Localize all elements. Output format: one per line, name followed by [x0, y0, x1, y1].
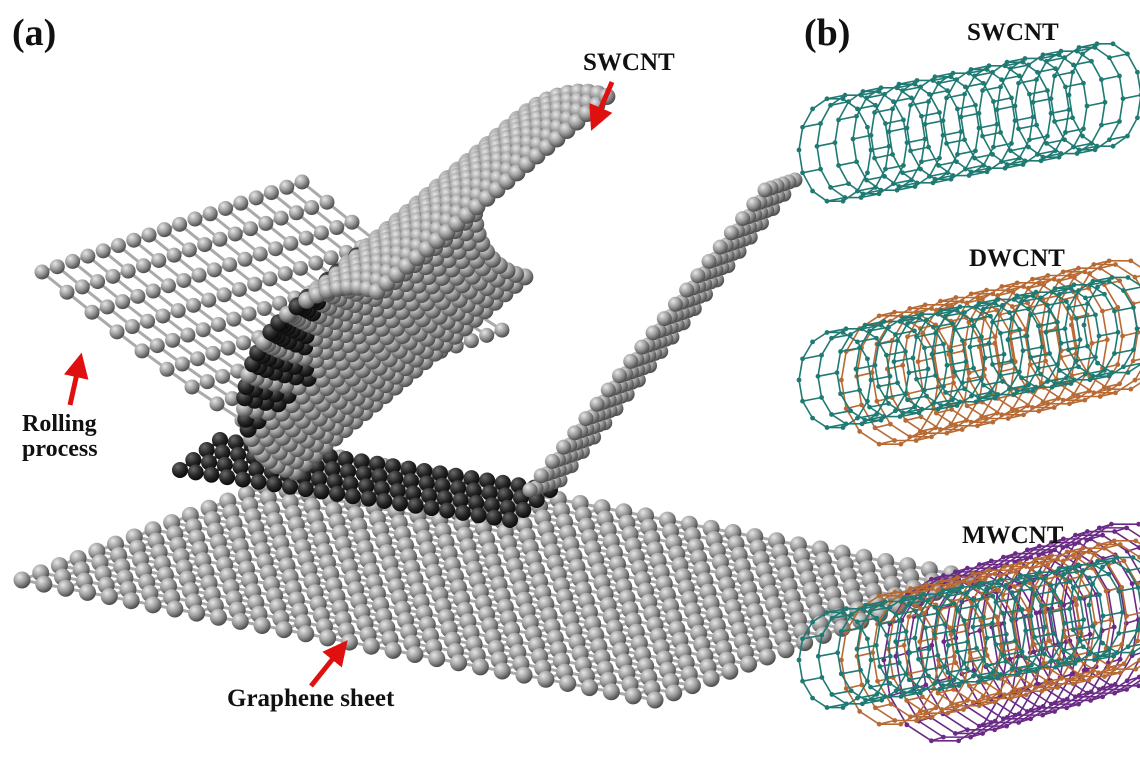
- dwcnt-title: DWCNT: [969, 245, 1065, 272]
- nanotube-models-group: [796, 41, 1140, 744]
- rolling-label-line2: process: [22, 436, 98, 462]
- panel-b-label: (b): [804, 12, 851, 54]
- nanotube-wall: [839, 538, 1140, 727]
- rolling-label-line1: Rolling: [22, 411, 97, 437]
- right-wing-atoms: [522, 172, 803, 498]
- rolling-process-arrow: [64, 352, 89, 406]
- nanotube-wall: [796, 555, 1140, 710]
- rolling-sheet-right-wing: [522, 172, 803, 498]
- graphene-sheet-arrow: [309, 640, 348, 688]
- graphene-atoms: [13, 449, 982, 709]
- nanotube-mwcnt: [796, 521, 1140, 744]
- nanotube-dwcnt: [796, 258, 1140, 447]
- graphene-sheet-label: Graphene sheet: [227, 685, 395, 712]
- mwcnt-title: MWCNT: [962, 522, 1064, 549]
- nanotube-wall: [796, 275, 1140, 430]
- nanotube-wall: [796, 41, 1140, 204]
- swcnt-title: SWCNT: [967, 19, 1059, 46]
- graphene-sheet-lattice: [13, 449, 982, 709]
- swcnt-label: SWCNT: [583, 49, 675, 76]
- nanotube-swcnt: [796, 41, 1140, 204]
- swcnt-arrow: [589, 81, 615, 131]
- panel-a-label: (a): [12, 12, 57, 54]
- swcnt-rolled-tube: [236, 83, 616, 481]
- tube-a-atoms: [236, 83, 616, 481]
- nanotube-wall: [839, 258, 1140, 447]
